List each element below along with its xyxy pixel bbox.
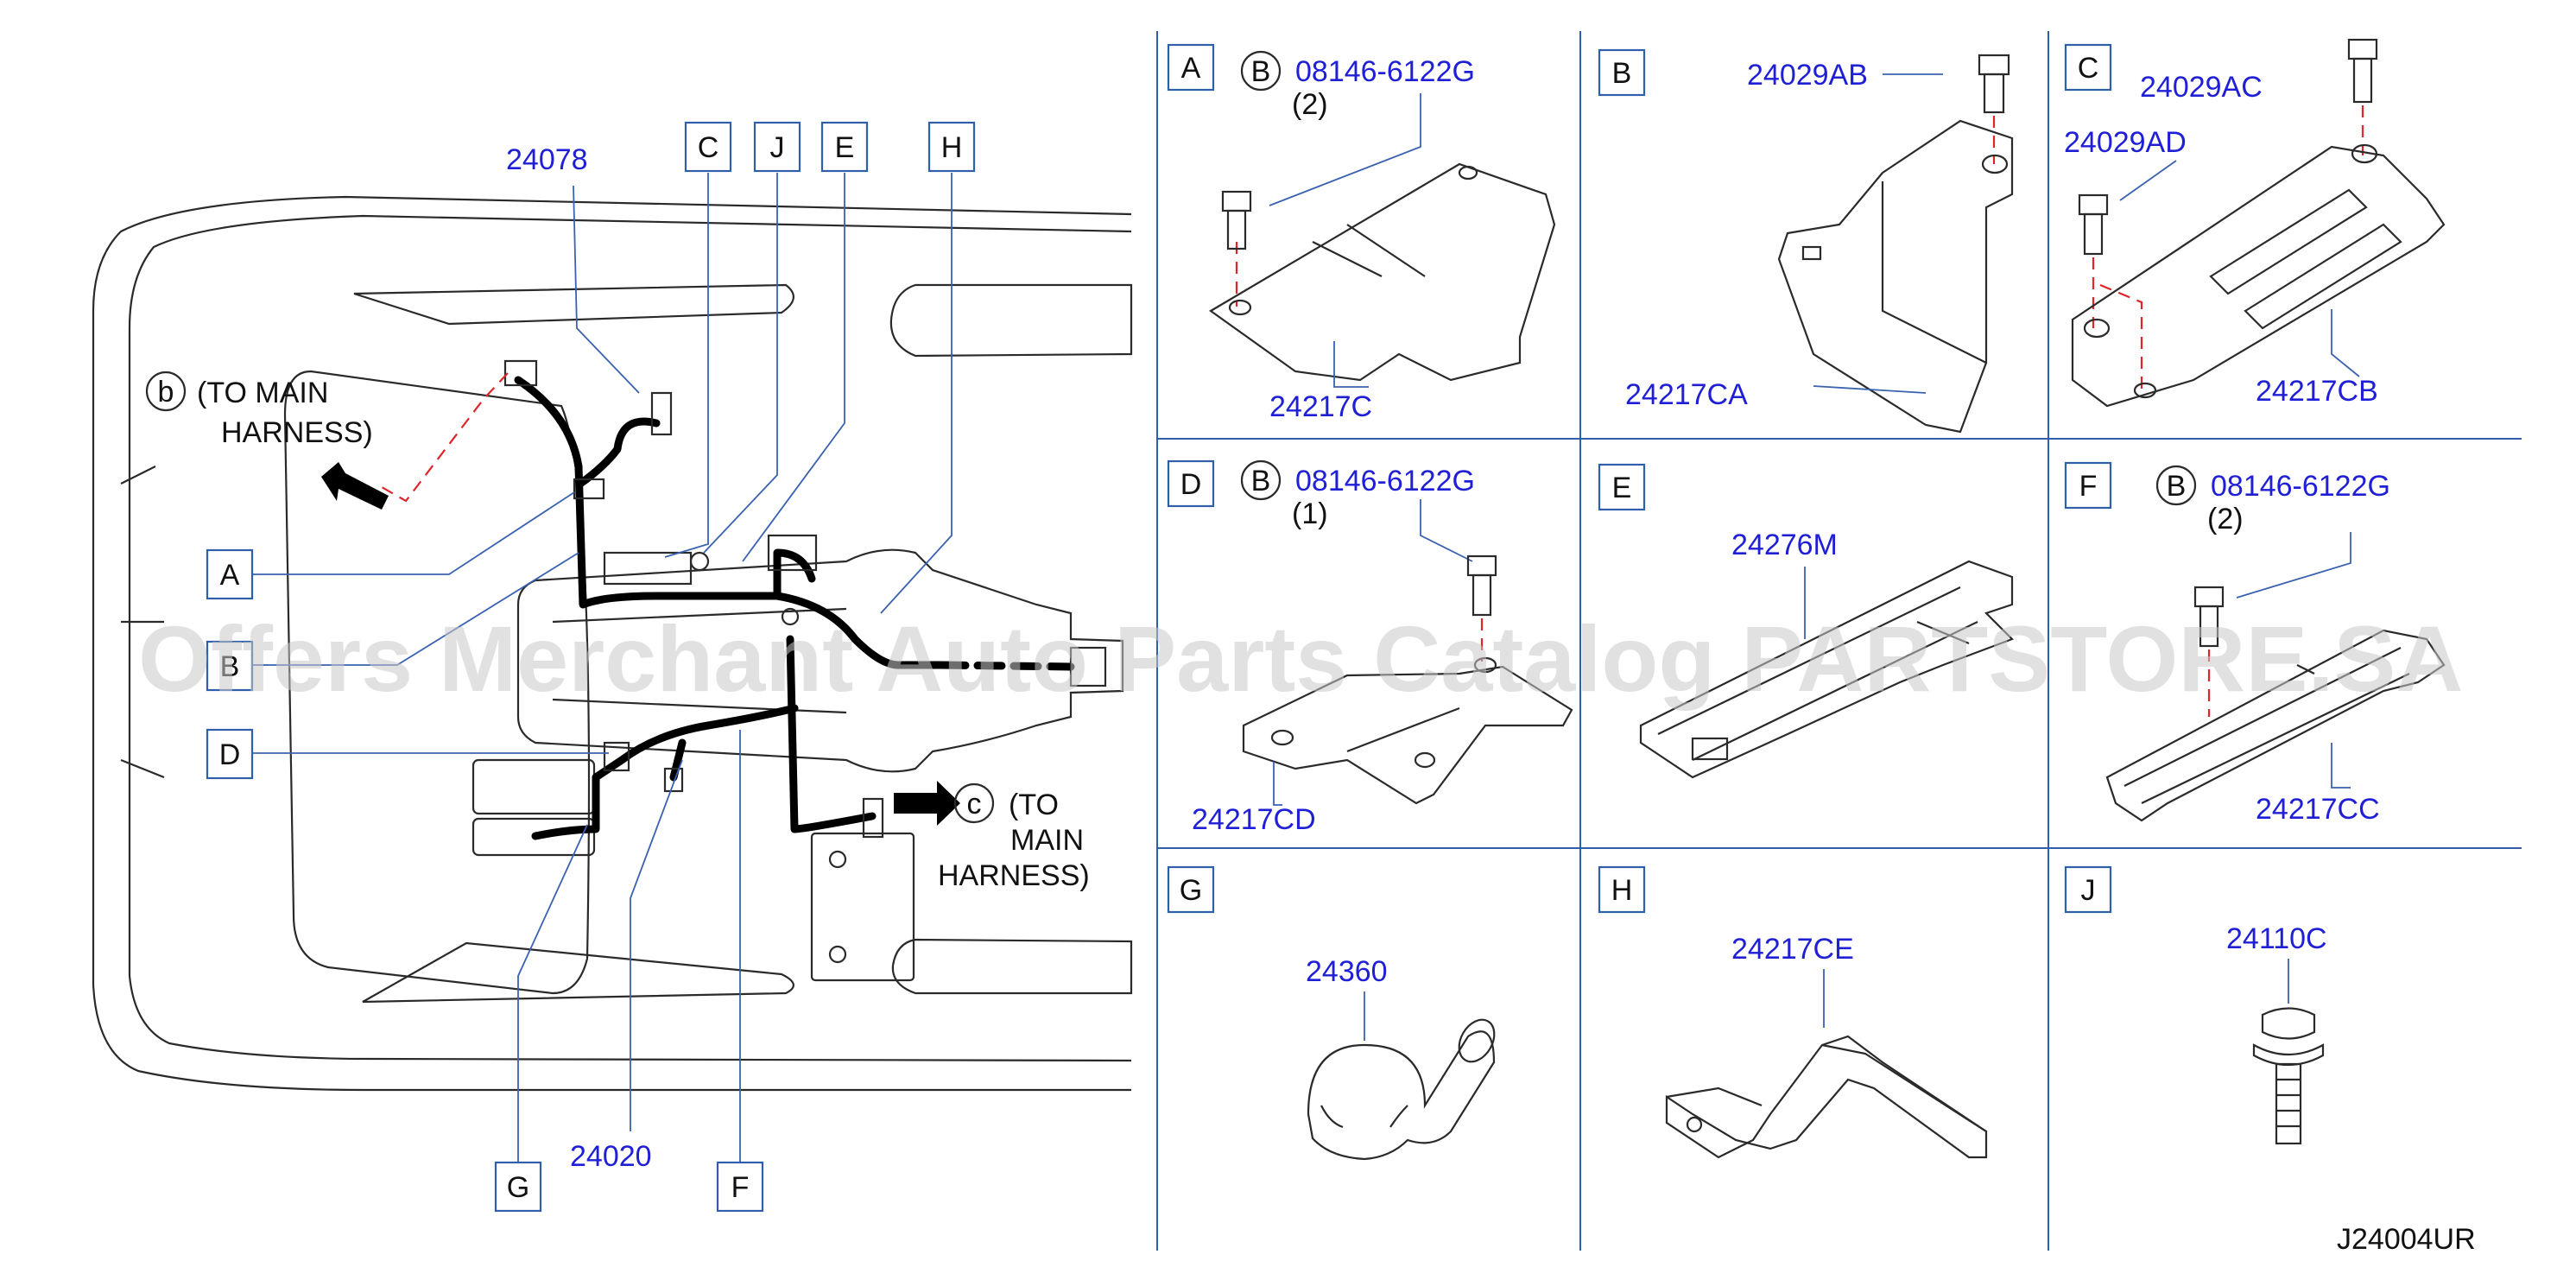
harness-protector-24276m — [1639, 560, 2014, 779]
bracket-24217ce — [1665, 1035, 1988, 1159]
callout-d: D — [206, 728, 254, 780]
svg-text:HARNESS): HARNESS) — [221, 416, 373, 449]
bolt-icon — [1978, 54, 2010, 114]
svg-text:24276M: 24276M — [1731, 529, 1838, 561]
svg-text:24029AC: 24029AC — [2140, 71, 2263, 104]
svg-text:E: E — [1612, 472, 1632, 504]
bolt-icon — [2252, 1007, 2325, 1145]
callout-f: F — [716, 1161, 764, 1213]
svg-text:B: B — [1251, 55, 1271, 88]
svg-text:F: F — [2079, 470, 2098, 503]
svg-text:MAIN: MAIN — [1010, 824, 1084, 857]
callout-c: C — [684, 121, 732, 173]
grommet-icon — [1307, 1018, 1496, 1161]
svg-text:(TO: (TO — [1009, 789, 1059, 821]
svg-text:C: C — [2078, 52, 2099, 85]
panel-g: G 24360 — [1167, 865, 1496, 1161]
bolt-icon — [2347, 38, 2378, 104]
svg-text:D: D — [1180, 468, 1202, 501]
svg-text:(1): (1) — [1292, 497, 1328, 530]
svg-text:HARNESS): HARNESS) — [938, 859, 1090, 892]
svg-text:24217CB: 24217CB — [2256, 375, 2378, 408]
svg-text:B: B — [1612, 57, 1632, 90]
svg-text:b: b — [158, 376, 174, 409]
bracket-24217ca — [1777, 119, 2014, 434]
svg-text:08146-6122G: 08146-6122G — [1295, 55, 1475, 88]
panel-e: E 24276M — [1598, 463, 2014, 779]
svg-text:H: H — [1611, 874, 1633, 907]
arrow-to-main-harness-c — [894, 781, 960, 826]
svg-text:08146-6122G: 08146-6122G — [1295, 465, 1475, 497]
svg-text:H: H — [941, 131, 963, 164]
watermark-text: Offers Merchant Auto Parts Catalog PARTS… — [138, 606, 2463, 711]
arrow-to-main-harness-b — [321, 462, 389, 510]
svg-text:(2): (2) — [1292, 88, 1328, 121]
svg-text:c: c — [967, 788, 982, 820]
svg-text:G: G — [507, 1171, 529, 1204]
main-view-leaders — [250, 173, 953, 1162]
callout-h: H — [927, 121, 976, 173]
svg-text:D: D — [219, 738, 241, 771]
svg-text:24217C: 24217C — [1269, 390, 1372, 423]
bracket-24217cc — [2105, 629, 2446, 822]
svg-text:J: J — [770, 131, 785, 164]
panel-c: C 24029AC 24029AD 24217CB — [2064, 38, 2446, 408]
svg-text:J: J — [2081, 874, 2096, 907]
bracket-24217cb — [2071, 145, 2446, 408]
harness-wires — [514, 376, 1075, 840]
bolt-icon — [2193, 586, 2225, 648]
callout-g: G — [494, 1161, 542, 1213]
svg-text:08146-6122G: 08146-6122G — [2211, 470, 2390, 503]
diagram-code: J24004UR — [2337, 1223, 2476, 1256]
svg-text:B: B — [220, 650, 240, 683]
callout-b: B — [206, 640, 254, 692]
svg-text:G: G — [1180, 874, 1202, 907]
main-view-callouts: A B C D E F G H J — [206, 121, 976, 1213]
bracket-24217c — [1208, 162, 1556, 382]
panel-b: B 24029AB 24217CA — [1598, 48, 2014, 434]
svg-text:24360: 24360 — [1306, 955, 1388, 988]
callout-a: A — [206, 548, 254, 600]
bracket-24217cd — [1242, 665, 1573, 805]
svg-text:24217CD: 24217CD — [1192, 803, 1316, 836]
svg-text:A: A — [1181, 52, 1201, 85]
bolt-icon — [1466, 554, 1497, 617]
bolt-icon — [1221, 190, 1252, 250]
svg-text:B: B — [2167, 470, 2187, 503]
bolt-icon — [2078, 193, 2109, 256]
panel-j: J 24110C — [2064, 865, 2327, 1145]
svg-text:(2): (2) — [2207, 503, 2244, 535]
note-to-main-harness-c: c (TO MAIN HARNESS) — [938, 782, 1090, 892]
part-number-24020: 24020 — [570, 1140, 652, 1173]
svg-text:A: A — [220, 559, 240, 592]
svg-text:24110C: 24110C — [2226, 922, 2327, 955]
svg-text:C: C — [698, 131, 719, 164]
svg-text:24217CE: 24217CE — [1731, 933, 1854, 966]
panel-d: D B 08146-6122G (1) 24217CD — [1167, 459, 1573, 836]
panel-h: H 24217CE — [1598, 865, 1988, 1159]
panel-f: F B 08146-6122G (2) 24217CC — [2064, 461, 2446, 826]
callout-e: E — [820, 121, 869, 173]
svg-text:B: B — [1251, 465, 1271, 497]
svg-text:24029AD: 24029AD — [2064, 126, 2187, 159]
svg-text:F: F — [731, 1171, 750, 1204]
callout-j: J — [753, 121, 801, 173]
panel-a: A B 08146-6122G (2) 24217C — [1167, 43, 1556, 423]
svg-text:24217CC: 24217CC — [2256, 793, 2380, 826]
detail-grid — [1156, 31, 2522, 1251]
svg-text:24029AB: 24029AB — [1747, 59, 1868, 92]
guide-dashed-line — [375, 372, 509, 503]
svg-text:(TO MAIN: (TO MAIN — [197, 377, 328, 409]
harness-connectors — [503, 359, 1107, 839]
part-number-24078: 24078 — [506, 143, 588, 176]
svg-text:24217CA: 24217CA — [1625, 378, 1748, 411]
svg-text:E: E — [835, 131, 855, 164]
note-to-main-harness-b: b (TO MAIN HARNESS) — [145, 371, 373, 449]
